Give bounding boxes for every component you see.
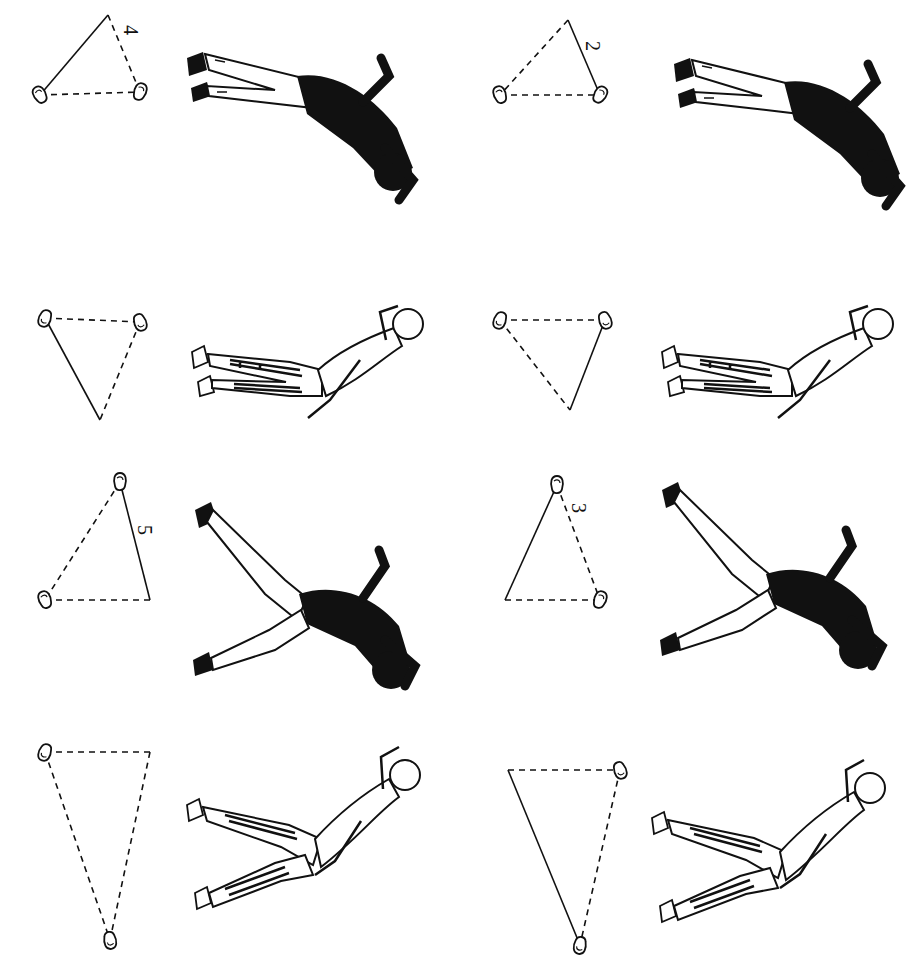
callout-number: 2 <box>583 41 603 51</box>
callout-number: 3 <box>569 503 589 513</box>
callout-number: 5 <box>135 525 155 535</box>
callout-number: 4 <box>121 25 141 35</box>
